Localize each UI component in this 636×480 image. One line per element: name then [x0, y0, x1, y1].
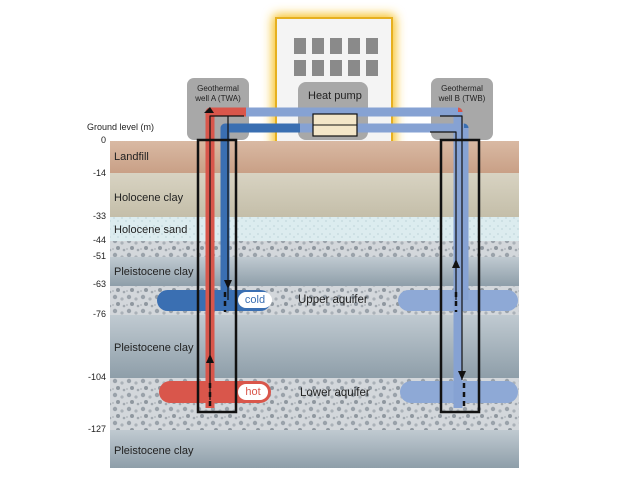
layer-pleistocene-clay-1: [110, 257, 519, 286]
depth-tick: -76: [92, 309, 106, 319]
depth-tick: -127: [87, 424, 106, 434]
depth-tick: -44: [92, 235, 106, 245]
layer-label-pleistocene-clay-2: Pleistocene clay: [114, 342, 194, 354]
layer-holocene-clay: [110, 173, 519, 217]
well-a-label: Geothermal well A (TWA): [195, 84, 241, 103]
layer-label-landfill: Landfill: [114, 151, 149, 163]
depth-tick: -33: [92, 211, 106, 221]
layer-pleistocene-clay-3: [110, 430, 519, 468]
depth-tick: -51: [92, 251, 106, 261]
layer-label-holocene-clay: Holocene clay: [114, 192, 184, 204]
lower-aquifer-label: Lower aquifer: [300, 387, 370, 399]
flow-line-b-lower: [440, 115, 463, 380]
well-b-label: Geothermal well B (TWB): [438, 84, 486, 103]
depth-tick: -63: [92, 279, 106, 289]
flow-line-b-upper: [430, 131, 457, 300]
depth-tick: -14: [92, 168, 106, 178]
layer-pleistocene-clay-2: [110, 315, 519, 378]
well-b-outline: [439, 138, 481, 414]
well-screens: [208, 292, 466, 408]
depth-tick: -104: [87, 372, 106, 382]
layer-holocene-sand: [110, 217, 519, 241]
layer-label-holocene-sand: Holocene sand: [114, 224, 188, 236]
upper-aquifer-label: Upper aquifer: [298, 294, 368, 306]
depth-tick: 0: [100, 135, 106, 145]
building-windows: [294, 38, 378, 76]
layer-label-pleistocene-clay-3: Pleistocene clay: [114, 445, 194, 457]
layer-landfill: [110, 141, 519, 173]
ground-level-label: Ground level (m): [87, 122, 155, 132]
layer-label-pleistocene-clay-1: Pleistocene clay: [114, 266, 194, 278]
well-a-outline: [196, 138, 238, 414]
cold-tag: cold: [238, 292, 272, 308]
flow-arrowheads: [204, 107, 466, 380]
hot-tag: hot: [238, 384, 268, 400]
heat-pump-label: Heat pump: [308, 90, 362, 102]
flow-line-hot: [209, 115, 244, 400]
